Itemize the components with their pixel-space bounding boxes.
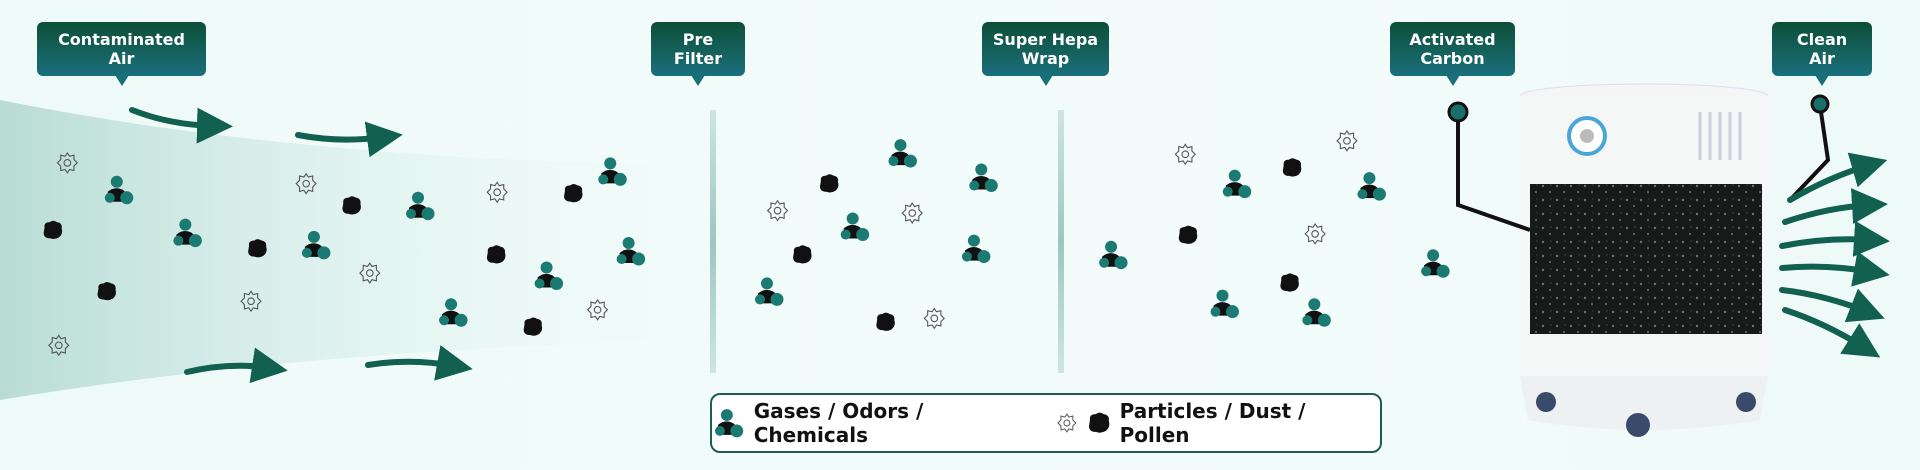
flow-arrow	[295, 121, 403, 158]
clean-air-arrow	[1779, 251, 1890, 287]
dust-particle-icon	[43, 220, 63, 240]
caster-wheel-icon	[1736, 392, 1756, 412]
contaminated-air-stream	[0, 100, 690, 400]
gas-molecule-icon	[1210, 289, 1239, 319]
dust-particle-icon	[1280, 273, 1299, 292]
dust-particle-icon	[342, 196, 361, 215]
legend-gases: Gases / Odors / Chemicals	[712, 399, 1042, 447]
clean-air-arrow	[1782, 307, 1881, 358]
gas-molecule-icon	[888, 139, 917, 168]
pollen-icon	[1174, 143, 1196, 165]
pre-filter-label: Pre Filter	[651, 22, 745, 86]
flow-arrow	[184, 347, 288, 384]
gas-molecule-icon	[1302, 298, 1331, 327]
dust-particle-icon	[876, 312, 895, 331]
label-text: Contaminated Air	[58, 30, 185, 68]
dust-particle-icon	[1282, 158, 1302, 177]
dust-particle-icon	[819, 174, 839, 193]
flow-arrow	[129, 107, 233, 144]
clean-air-label: Clean Air	[1772, 22, 1872, 86]
gas-molecule-icon	[1357, 172, 1386, 201]
gas-molecule-icon	[969, 163, 998, 193]
clean-air-arrow	[1782, 188, 1888, 225]
pollen-icon	[1336, 130, 1358, 152]
air-purifier	[1519, 83, 1769, 437]
dust-particle-icon	[248, 239, 267, 258]
hepa-wrap-label: Super Hepa Wrap	[982, 22, 1109, 86]
carbon-pointer-line	[1456, 113, 1531, 232]
pollen-icon	[1304, 223, 1326, 245]
dust-particle-icon	[564, 184, 583, 203]
pollen-icon	[767, 200, 789, 222]
caster-wheel-icon	[1626, 413, 1650, 437]
contaminated-air-label: Contaminated Air	[37, 22, 206, 86]
legend-gases-text: Gases / Odors / Chemicals	[753, 399, 924, 447]
gas-molecule-icon	[961, 234, 991, 264]
clean-air-pointer-dot	[1810, 94, 1830, 114]
gas-molecule-icon	[754, 277, 784, 306]
clean-air-arrow	[1779, 220, 1890, 257]
clean-air-arrow	[1787, 152, 1888, 203]
dust-particle-icon	[793, 245, 812, 264]
gas-molecule-icon	[714, 409, 744, 438]
dust-particle-icon	[97, 281, 117, 301]
pollen-icon	[1057, 413, 1077, 433]
pollen-icon	[901, 202, 923, 224]
dust-particle-icon	[486, 245, 506, 264]
carbon-pointer-dot	[1447, 101, 1469, 123]
clean-air-arrow	[1779, 287, 1885, 323]
legend-particles-text: Particles / Dust / Pollen	[1119, 399, 1306, 447]
pre-filter-divider	[710, 110, 716, 373]
caster-wheel-icon	[1536, 392, 1556, 412]
legend-particles: Particles / Dust / Pollen	[1056, 399, 1380, 447]
label-text: Pre Filter	[673, 30, 723, 68]
gas-molecule-icon	[1421, 249, 1450, 278]
dust-particle-icon	[1178, 225, 1198, 244]
dust-particle-icon	[1088, 412, 1110, 433]
gas-molecule-icon	[1099, 240, 1128, 270]
hepa-divider	[1058, 110, 1064, 373]
flow-arrow	[365, 345, 473, 381]
gas-molecule-icon	[840, 212, 870, 242]
label-text: Activated Carbon	[1409, 30, 1496, 68]
dust-particle-icon	[523, 317, 543, 336]
clean-air-pointer-line	[1788, 104, 1831, 202]
label-text: Super Hepa Wrap	[992, 30, 1099, 68]
gas-molecule-icon	[1222, 169, 1252, 199]
pollen-icon	[923, 307, 945, 329]
legend: Gases / Odors / Chemicals Particles / Du…	[710, 393, 1382, 453]
activated-carbon-label: Activated Carbon	[1390, 22, 1515, 86]
label-text: Clean Air	[1796, 30, 1848, 68]
